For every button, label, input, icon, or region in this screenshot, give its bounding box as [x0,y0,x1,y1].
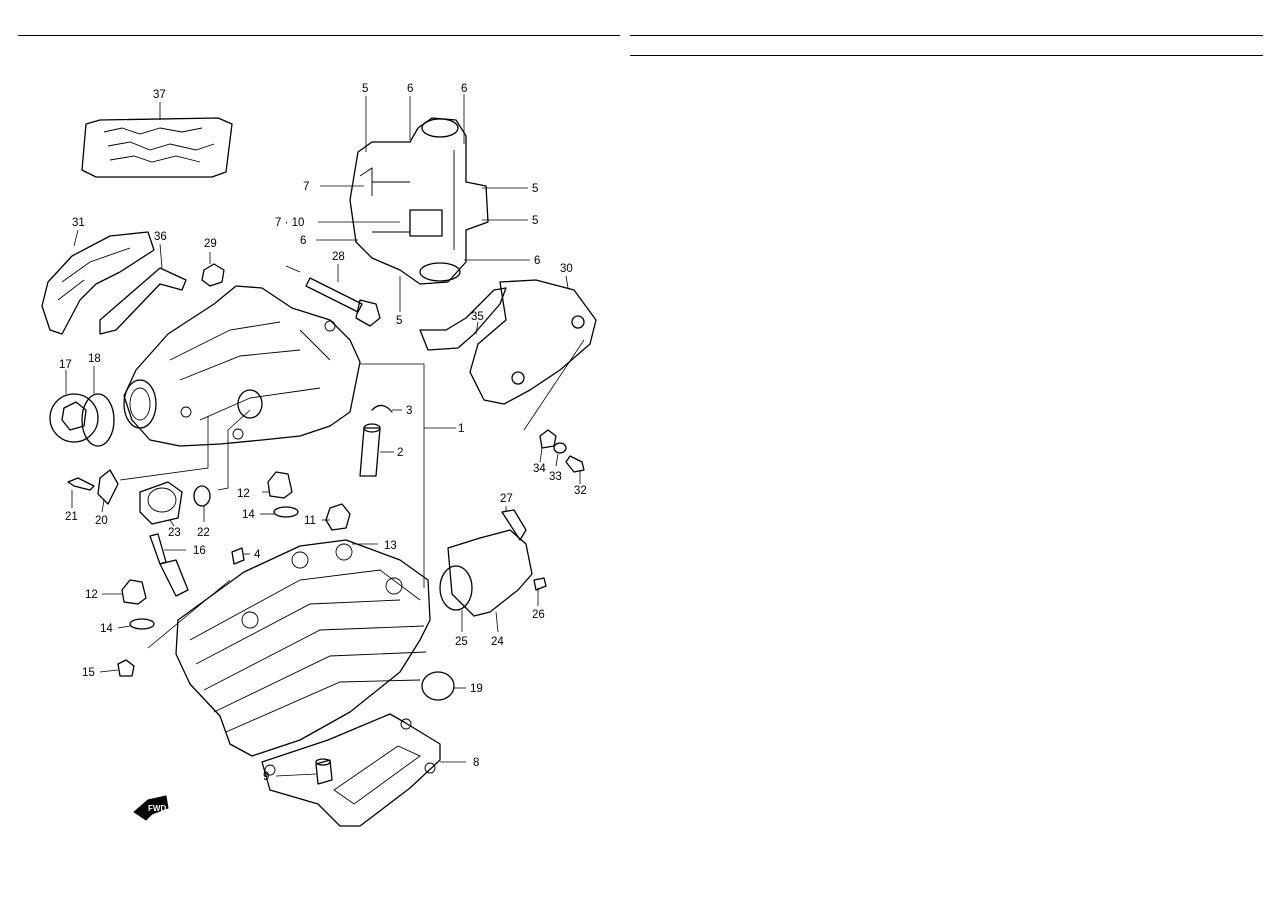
callout-14-lower: 14 [100,623,113,635]
callout-7: 7 [303,181,309,193]
bracket-36 [99,267,187,335]
callout-26: 26 [532,609,545,621]
callout-9: 9 [263,771,269,783]
callout-25: 25 [455,636,468,648]
washer-14-upper [273,506,299,518]
callout-30: 30 [560,263,573,275]
left-side-cover [41,231,155,335]
callout-12-lower: 12 [85,589,98,601]
callout-32: 32 [574,485,587,497]
bracket-35 [419,287,507,351]
cap-nut-12-upper [267,471,293,499]
callout-15: 15 [82,667,95,679]
cylinder-head [175,539,431,757]
callout-12-upper: 12 [237,488,250,500]
bolt-21 [67,477,95,491]
washer-14-lower [129,618,155,630]
fwd-label: FWD [148,804,166,813]
callout-27: 27 [500,493,513,505]
callout-6-right: 6 [534,255,540,267]
callout-4: 4 [254,549,261,561]
callout-34: 34 [533,463,546,475]
callout-33: 33 [549,471,562,483]
callout-19: 19 [470,683,483,695]
header-rule-left [18,35,620,36]
callout-1: 1 [458,423,464,435]
callout-13: 13 [384,540,397,552]
callout-31: 31 [72,217,85,229]
cap-17 [49,393,99,443]
cam-cover-plate [349,117,489,285]
valve-guide-2 [359,423,381,477]
intake-assembly [439,509,547,617]
oring-18 [81,393,115,447]
callout-17: 17 [59,359,72,371]
callout-5-right-b: 5 [532,215,538,227]
dowel-9 [315,758,333,785]
callout-18: 18 [88,353,101,365]
nut-11 [325,503,351,531]
spark-plug-16 [149,533,189,597]
callout-5-bottom: 5 [396,315,402,327]
callout-21: 21 [65,511,78,523]
cap-nut-12-lower [121,579,147,605]
nut-15 [117,659,135,677]
callout-20: 20 [95,515,108,527]
callout-37: 37 [153,89,166,101]
nut-29 [201,263,225,287]
callout-23: 23 [168,527,181,539]
callout-3: 3 [406,405,412,417]
callout-22: 22 [197,527,210,539]
callout-35: 35 [471,311,484,323]
callout-7-10: 7 · 10 [275,217,304,229]
seal-22 [193,485,211,507]
callout-6-left: 6 [300,235,306,247]
callout-28: 28 [332,251,345,263]
header-rule-right-top [630,35,1263,36]
plate-20 [97,469,119,505]
callout-6-top-a: 6 [407,83,413,95]
plug-19 [421,671,455,701]
right-side-cover [469,279,597,405]
fasteners-32-34 [539,429,585,473]
decal-part [81,117,233,178]
callout-6-top-b: 6 [461,83,467,95]
leader-lines [65,94,585,777]
callout-14-upper: 14 [242,509,255,521]
callout-5-right-a: 5 [532,183,538,195]
callout-5-top: 5 [362,83,368,95]
gasket-8 [261,713,441,827]
plug-23 [139,481,183,525]
cam-housing [123,285,361,447]
clip-3 [371,404,393,413]
callout-36: 36 [154,231,167,243]
forward-arrow-icon: FWD [133,795,169,821]
callout-24: 24 [491,636,504,648]
callout-labels: 37 5 6 6 7 5 7 · 10 5 6 6 31 36 29 28 30… [59,83,587,783]
callout-8: 8 [473,757,479,769]
dowel-4 [231,547,245,565]
callout-11: 11 [304,515,316,527]
bolt-28 [305,277,381,327]
callout-16: 16 [193,545,206,557]
callout-2: 2 [397,447,403,459]
callout-29: 29 [204,238,217,250]
header-rule-right-bottom [630,55,1263,56]
